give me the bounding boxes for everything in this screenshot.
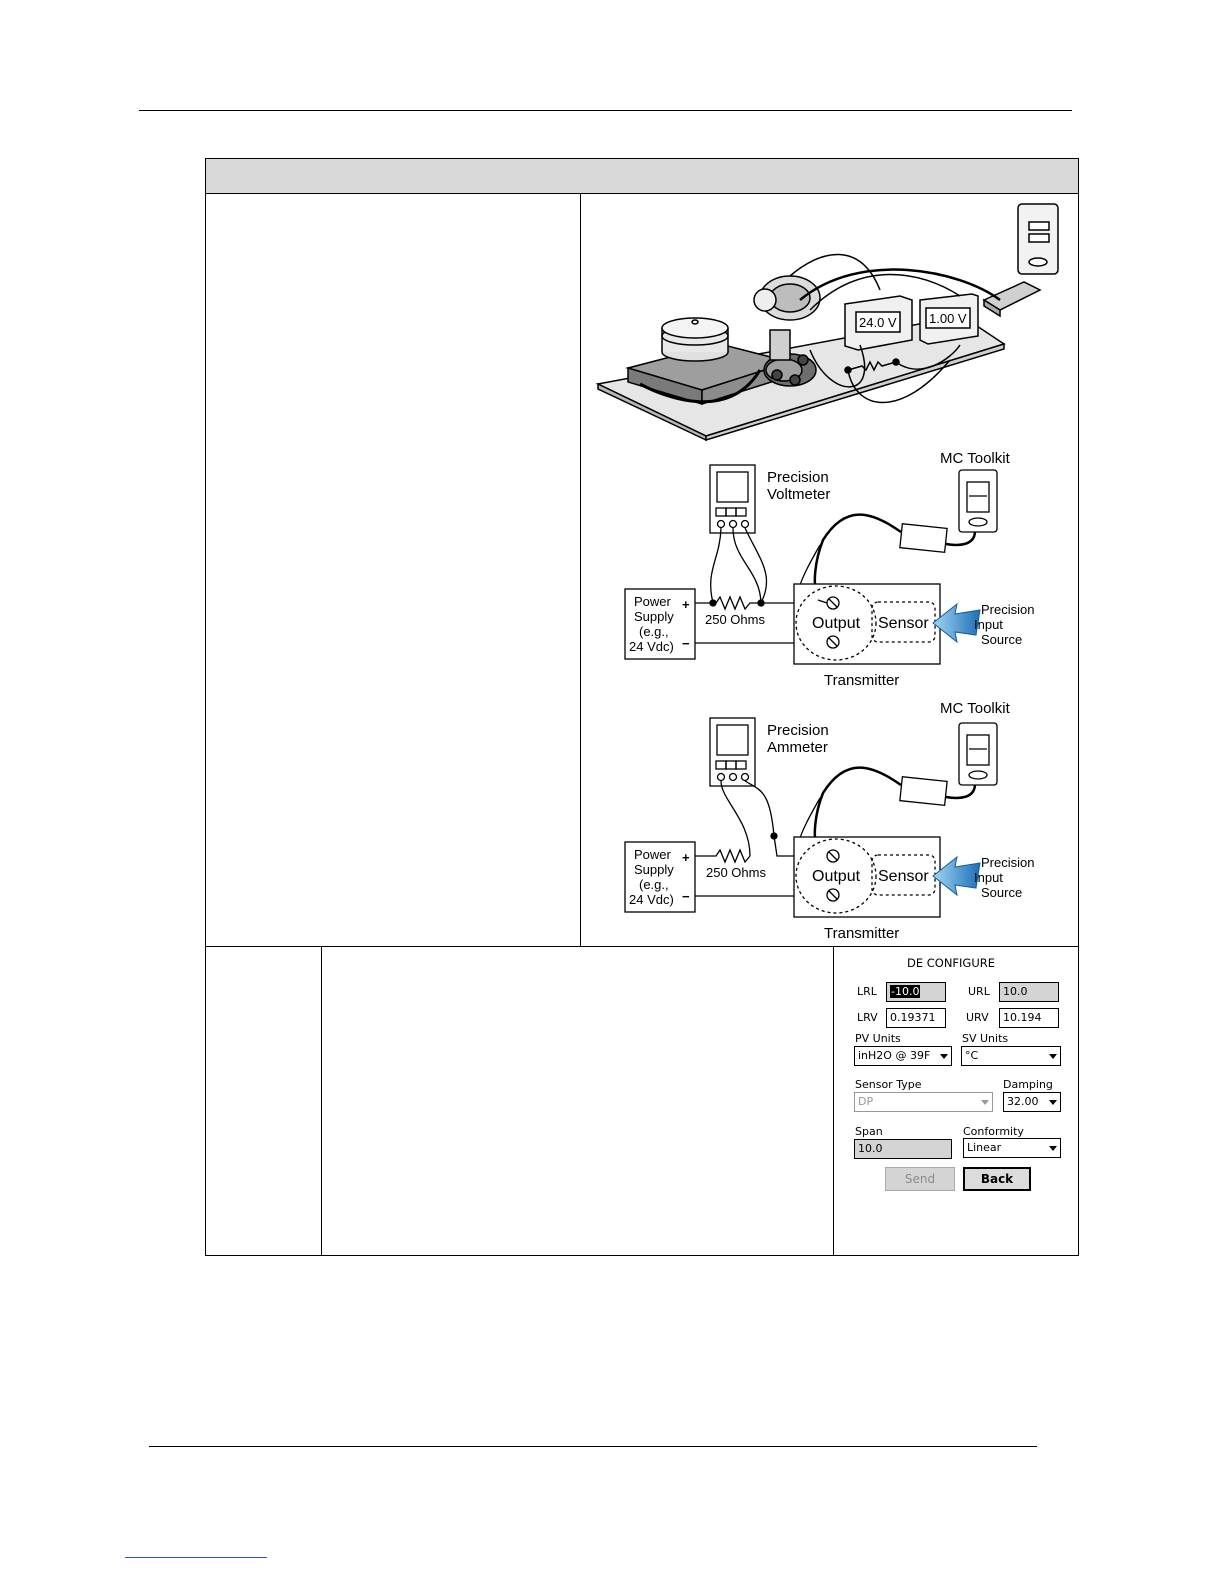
fig1-minus: − <box>682 636 690 651</box>
urv-field[interactable]: 10.194 <box>999 1008 1059 1028</box>
fig2-meter-label-1: Precision <box>767 722 829 739</box>
chevron-down-icon <box>940 1054 948 1059</box>
fig1-power-1: Power <box>634 594 672 609</box>
de-configure-dialog: DE CONFIGURE LRL -10.0 URL 10.0 LRV 0.19… <box>845 951 1070 1201</box>
fig2-power-2: Supply <box>634 862 674 877</box>
lrv-field[interactable]: 0.19371 <box>886 1008 946 1028</box>
chevron-down-icon <box>1049 1100 1057 1105</box>
chevron-down-icon <box>1049 1054 1057 1059</box>
footer-link-underline[interactable] <box>125 1557 267 1558</box>
fig1-plus: + <box>682 597 690 612</box>
urv-label: URV <box>966 1011 989 1024</box>
span-field[interactable]: 10.0 <box>854 1139 952 1159</box>
calibration-setup-figure: 24.0 V 1.00 V Precision <box>595 203 1059 942</box>
header-rule <box>139 110 1072 111</box>
voltmeter-circuit <box>624 464 998 665</box>
toolkit-body-2 <box>958 722 998 786</box>
sv-units-value: °C <box>965 1049 979 1062</box>
pv-units-select[interactable]: inH2O @ 39F <box>854 1046 952 1066</box>
fig1-source-3: Source <box>981 632 1022 647</box>
fig2-minus: − <box>682 889 690 904</box>
fig2-resistor: 250 Ohms <box>706 865 766 880</box>
screenshot-cell <box>833 946 1079 1256</box>
conformity-value: Linear <box>967 1141 1002 1154</box>
fig1-power-3: (e.g., <box>639 624 669 639</box>
conformity-select[interactable]: Linear <box>963 1138 1061 1158</box>
toolkit-body <box>958 469 998 533</box>
power-supply-box-2 <box>624 841 696 913</box>
power-supply-box <box>624 588 696 660</box>
dialog-title: DE CONFIGURE <box>906 956 996 970</box>
step-number-cell <box>205 946 322 1256</box>
photo-voltmeter-reading: 24.0 V <box>859 315 897 330</box>
input-source-arrow-2 <box>932 855 981 897</box>
fig1-source-1: Precision <box>981 602 1034 617</box>
fig1-meter-label-2: Voltmeter <box>767 486 830 503</box>
fig1-power-2: Supply <box>634 609 674 624</box>
damping-select[interactable]: 32.00 <box>1003 1092 1061 1112</box>
fig2-power-3: (e.g., <box>639 877 669 892</box>
back-button[interactable]: Back <box>963 1167 1031 1191</box>
step-description-cell <box>321 946 834 1256</box>
chevron-down-icon <box>1049 1146 1057 1151</box>
fig1-transmitter-label: Transmitter <box>824 672 899 689</box>
sensor-type-value: DP <box>858 1095 874 1108</box>
fig2-power-1: Power <box>634 847 672 862</box>
sensor-type-label: Sensor Type <box>855 1078 922 1091</box>
url-label: URL <box>968 985 990 998</box>
footer-rule <box>149 1446 1037 1447</box>
url-field[interactable]: 10.0 <box>999 982 1059 1002</box>
chevron-down-icon <box>981 1100 989 1105</box>
fig1-toolkit-label: MC Toolkit <box>940 450 1011 467</box>
span-label: Span <box>855 1125 883 1138</box>
photo-meter-reading: 1.00 V <box>929 311 967 326</box>
conformity-label: Conformity <box>963 1125 1024 1138</box>
pv-units-value: inH2O @ 39F <box>858 1049 931 1062</box>
fig1-meter-label-1: Precision <box>767 469 829 486</box>
fig2-source-1: Precision <box>981 855 1034 870</box>
fig2-source-3: Source <box>981 885 1022 900</box>
lrl-field[interactable]: -10.0 <box>886 982 946 1002</box>
fig2-plus: + <box>682 850 690 865</box>
fig2-power-4: 24 Vdc) <box>629 892 674 907</box>
fig2-output-label: Output <box>812 868 861 885</box>
fig2-toolkit-label: MC Toolkit <box>940 700 1011 717</box>
fig2-transmitter-label: Transmitter <box>824 925 899 942</box>
sv-units-label: SV Units <box>962 1032 1009 1045</box>
fig1-resistor: 250 Ohms <box>705 612 765 627</box>
fig1-sensor-label: Sensor <box>878 615 929 632</box>
fig1-output-label: Output <box>812 615 861 632</box>
fig1-source-2: Input <box>974 617 1003 632</box>
fig2-source-2: Input <box>974 870 1003 885</box>
ammeter-circuit <box>624 717 998 918</box>
fig1-power-4: 24 Vdc) <box>629 639 674 654</box>
sv-units-select[interactable]: °C <box>961 1046 1061 1066</box>
lrl-value: -10.0 <box>890 985 921 998</box>
transmitter-box <box>793 583 941 665</box>
fig2-meter-label-2: Ammeter <box>767 739 828 756</box>
fig2-sensor-label: Sensor <box>878 868 929 885</box>
pv-units-label: PV Units <box>855 1032 901 1045</box>
sensor-type-select[interactable]: DP <box>854 1092 993 1112</box>
lrv-label: LRV <box>857 1011 878 1024</box>
damping-value: 32.00 <box>1007 1095 1039 1108</box>
send-button[interactable]: Send <box>885 1167 955 1191</box>
bench-illustration <box>595 203 1059 442</box>
damping-label: Damping <box>1003 1078 1053 1091</box>
lrl-label: LRL <box>857 985 877 998</box>
input-source-arrow <box>932 602 981 644</box>
